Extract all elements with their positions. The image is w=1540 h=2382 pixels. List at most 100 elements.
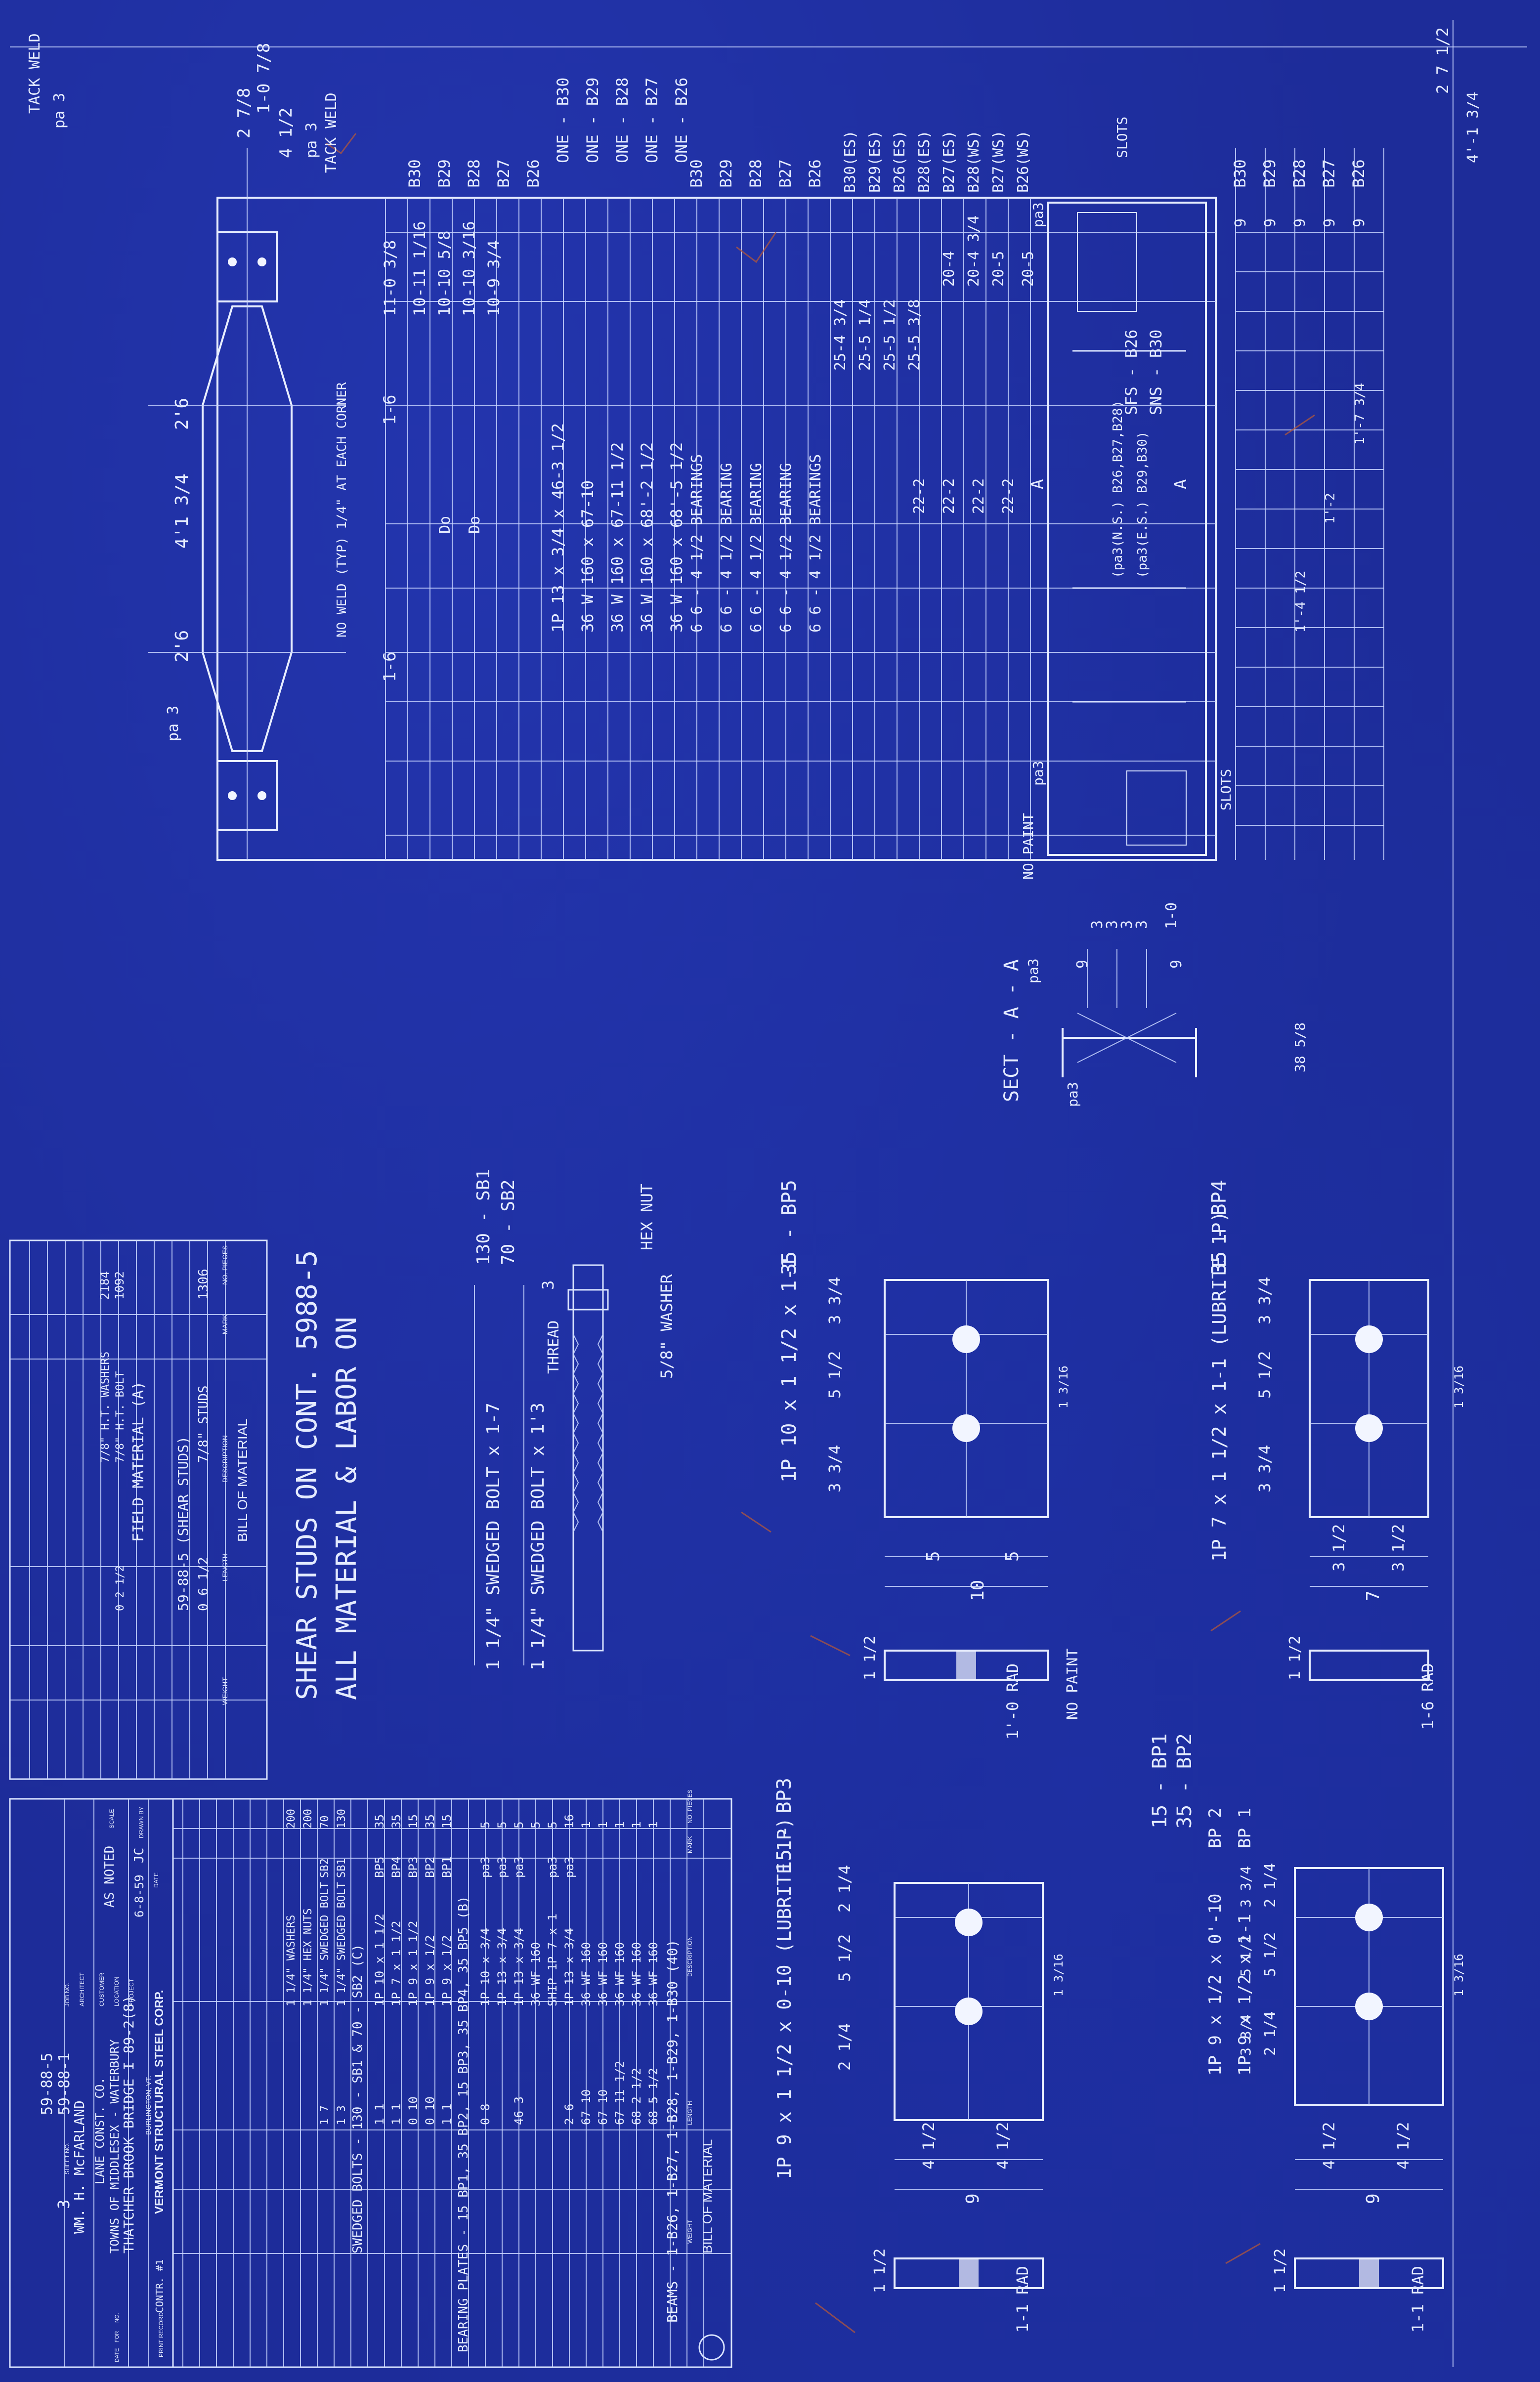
right-nine-1: 9	[1321, 218, 1338, 227]
bom-main-row-len: 2 6	[562, 2104, 576, 2125]
pa3-label-1: pa 3	[51, 93, 68, 128]
end-hole-4	[257, 791, 266, 800]
bp12-desc: 1P 9 x 1/2 x 1-1	[1235, 1914, 1255, 2076]
bom-small-r3-pcs: 1092	[113, 1271, 127, 1300]
bp4-dim-0: 3 3/4	[1255, 1277, 1274, 1324]
bom-small-grid	[9, 1239, 268, 1780]
bp3-rad: 1-1 RAD	[1013, 2266, 1032, 2333]
tb-location-label: LOCATION	[113, 1977, 120, 2006]
bp4-bdim-1: 3 1/2	[1389, 1524, 1408, 1572]
right-col-b28: B28	[1290, 159, 1309, 188]
bp12-row-0: BP 1	[1235, 1808, 1255, 1848]
section-1: 36 W 160 x 68'-2 1/2	[638, 442, 656, 633]
bp5-dim-2: 3 3/4	[825, 1445, 844, 1492]
section-4: 1P 13 x 3/4 x 46-3 1/2	[549, 423, 567, 633]
bom-main-bearing-mark: BP5	[373, 1857, 386, 1878]
bearing-4: 6 6 - 4 1/2 BEARINGS	[688, 454, 706, 633]
mark-mk-1: B27(WS)	[990, 130, 1007, 193]
dim-205-2: 20-4 3/4	[965, 215, 983, 287]
section-aa-title: SECT - A - A	[1000, 959, 1023, 1102]
tb-drawn: JC	[132, 1848, 147, 1863]
dim-2-6-bottom: 2'6	[172, 630, 192, 662]
section-aa-text: SECT - A - A 3 3 3 3 1-0 9 9 pa3 pa3 38 …	[1000, 902, 1308, 1107]
tb-pr-col-2: DATE	[114, 2348, 120, 2362]
right-val-1: 1'-2	[1323, 493, 1338, 524]
swedged-bolt-drawing	[474, 1264, 609, 1665]
end-stiffener	[202, 305, 293, 752]
bp12-bdim-2: 9	[1363, 2193, 1383, 2204]
revision-circle	[698, 2334, 725, 2361]
bearing-3: 6 6 - 4 1/2 BEARING	[718, 463, 735, 633]
tack-weld-1: TACK WELD	[26, 33, 43, 114]
split-label-0: SFS - B26	[1122, 330, 1141, 415]
bom-small-r3-desc: 7/8" H.T. BOLT	[114, 1371, 127, 1463]
bom-main-bolt-len: 1 7	[319, 2105, 331, 2125]
bp12-dimb-1: 5 1/2	[1238, 1935, 1254, 1977]
bp5-dim-1: 5 1/2	[825, 1351, 844, 1399]
mark-mk-4: B28(ES)	[916, 130, 933, 193]
bom-main-row-desc: 1P 13 x 3/4	[495, 1928, 509, 2006]
plate-bp12-drawing	[1294, 1867, 1444, 2289]
section-aa-nine-1: 9	[1168, 960, 1185, 969]
bom-main-bearing-len: 1 1	[389, 2104, 403, 2125]
bom-small-text: BILL OF MATERIAL NO. PIECES MARK DESCRIP…	[98, 1245, 250, 1705]
section-aa-diag-2	[1077, 1013, 1177, 1063]
right-col-b29: B29	[1260, 159, 1279, 188]
bom-main-row-len: 68 2 1/2	[630, 2068, 643, 2125]
tb-job-label: JOB NO.	[64, 1983, 71, 2006]
bp5-note: NO PAINT	[1064, 1649, 1081, 1720]
bolt-swedge-left	[572, 1334, 579, 1532]
bp12-dim-0: 2 1/4	[1262, 1863, 1279, 1908]
bom-main-bearing-desc: 1P 9 x 1/2	[440, 1935, 454, 2007]
bom-main-col-header: LENGTH	[686, 2101, 693, 2125]
bp12-label-b: 35 - BP2	[1173, 1733, 1196, 1829]
bp5-label: 35 - BP5	[778, 1180, 801, 1275]
bom-main-bolt-pcs: 200	[302, 1809, 314, 1829]
right-nine-4: 9	[1232, 218, 1249, 227]
bom-main-row-mark: pa3	[546, 1857, 559, 1878]
beam-elevation	[148, 148, 1384, 861]
slots-bottom: SLOTS	[1218, 769, 1234, 810]
bom-main-bolt-pcs: 70	[319, 1816, 331, 1829]
bp4-rad: 1-6 RAD	[1418, 1663, 1437, 1730]
bom-main-bolt-mark: SB2	[319, 1858, 331, 1878]
bom-main-bearing-mark: BP3	[406, 1857, 420, 1878]
bp12-dimb-2: 3 3/4	[1238, 2014, 1254, 2056]
bp3-dim-0: 2 1/4	[835, 1865, 854, 1913]
bp4-desc: 1P 7 x 1 1/2 x 1-1 (LUBRITE 1P)	[1208, 1211, 1230, 1562]
right-nine-0: 9	[1351, 218, 1368, 227]
pa3-web: pa3	[1030, 202, 1046, 227]
tb-city: BURLINGTON, VT.	[144, 2076, 152, 2135]
mark-mid-b29: B29	[717, 159, 735, 188]
bom-main-bolt-mark: SB1	[336, 1858, 348, 1878]
bp5-hole-2	[952, 1414, 980, 1442]
web-elevation	[1047, 202, 1207, 856]
bom-main-bearing-pcs: 35	[423, 1814, 437, 1829]
bp5-hole-1	[952, 1325, 980, 1353]
mark-left-b30: B30	[405, 159, 424, 188]
end-hole-1	[228, 257, 237, 266]
right-col-b26: B26	[1349, 159, 1368, 188]
bp12-hole-2	[1355, 1993, 1383, 2020]
bp4-bdim-2: 7	[1363, 1590, 1383, 1601]
bom-main-row-desc: 36 WF 160	[630, 1942, 643, 2006]
right-val-2: 1'-4 1/2	[1293, 571, 1308, 633]
bp12-thick: 1 1/2	[1272, 2249, 1289, 2293]
sect-marker-a-1: A	[1027, 479, 1047, 489]
bp4-dim-1: 5 1/2	[1255, 1351, 1274, 1399]
dim-222-3: 22-2	[911, 478, 928, 514]
mark-left-b26: B26	[524, 159, 543, 188]
right-top-1: 4'-1 3/4	[1464, 92, 1482, 164]
end-elevation	[148, 148, 346, 860]
bp3-hole-2	[955, 1998, 983, 2025]
bom-main-row-pcs: 5	[495, 1822, 509, 1829]
bom-small-col-4: WEIGHT	[221, 1677, 229, 1705]
bom-main-row-len: 67 11 1/2	[613, 2061, 627, 2125]
bom-main-bearing-pcs: 35	[373, 1814, 386, 1829]
section-aa-dim-4: 1-0	[1163, 902, 1180, 929]
bom-main-col-header: WEIGHT	[686, 2219, 693, 2244]
bp12-bdim-1: 4 1/2	[1394, 2122, 1412, 2169]
